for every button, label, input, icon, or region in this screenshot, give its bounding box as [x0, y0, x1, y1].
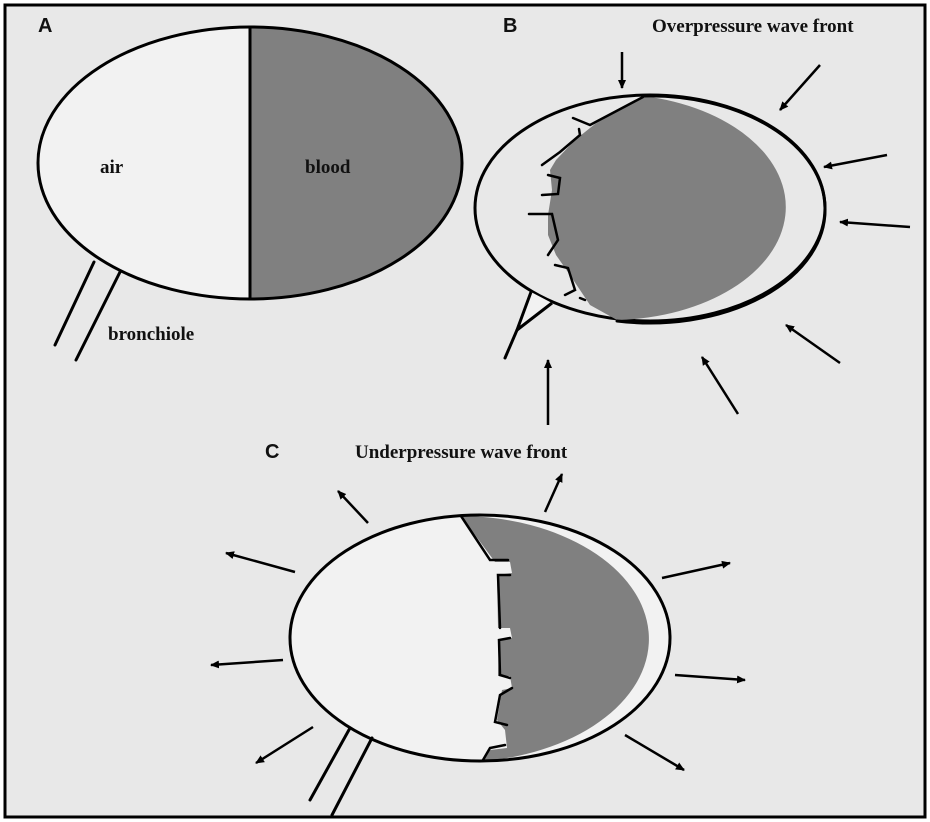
panel-a-letter: A	[38, 15, 52, 37]
panel-c: C Underpressure wave front	[210, 441, 746, 817]
bronchiole-line	[503, 328, 519, 360]
blood-outline	[615, 94, 827, 325]
arrow-icon	[674, 673, 746, 684]
blood-label: blood	[305, 157, 351, 178]
arrow-icon	[661, 560, 731, 580]
bronchiole-wall-right	[330, 736, 374, 817]
arrow-icon	[779, 64, 821, 111]
arrow-icon	[700, 356, 740, 415]
panel-b-letter: B	[503, 15, 517, 37]
air-label: air	[100, 157, 124, 178]
arrow-icon	[210, 658, 284, 669]
arrow-icon	[225, 551, 296, 574]
arrow-icon	[337, 490, 369, 524]
ruptured-membrane	[527, 95, 645, 302]
bronchiole-wall-left	[53, 260, 96, 347]
bronchiole-wall-left	[308, 726, 352, 802]
blood-region-compressed	[548, 96, 786, 320]
blood-region-expanded	[461, 516, 649, 761]
arrow-icon	[785, 323, 841, 365]
blood-region	[250, 27, 462, 299]
panel-c-letter: C	[265, 441, 279, 463]
arrow-icon	[255, 725, 314, 765]
stretched-membrane	[459, 514, 514, 762]
overpressure-arrows	[544, 52, 911, 425]
bronchiole-label: bronchiole	[108, 324, 194, 345]
overpressure-caption: Overpressure wave front	[652, 16, 854, 37]
arrow-icon	[823, 153, 888, 170]
expanded-alveolus-outline	[288, 513, 672, 763]
arrow-icon	[624, 733, 685, 772]
underpressure-caption: Underpressure wave front	[355, 442, 568, 463]
panel-a: A air blood bronchiole	[36, 15, 464, 362]
bronchiole-wall-right	[74, 270, 122, 362]
arrow-icon	[839, 218, 911, 229]
underpressure-arrows	[210, 473, 746, 772]
arrow-icon	[543, 473, 564, 513]
panel-b: B Overpressure wave front	[473, 15, 911, 425]
